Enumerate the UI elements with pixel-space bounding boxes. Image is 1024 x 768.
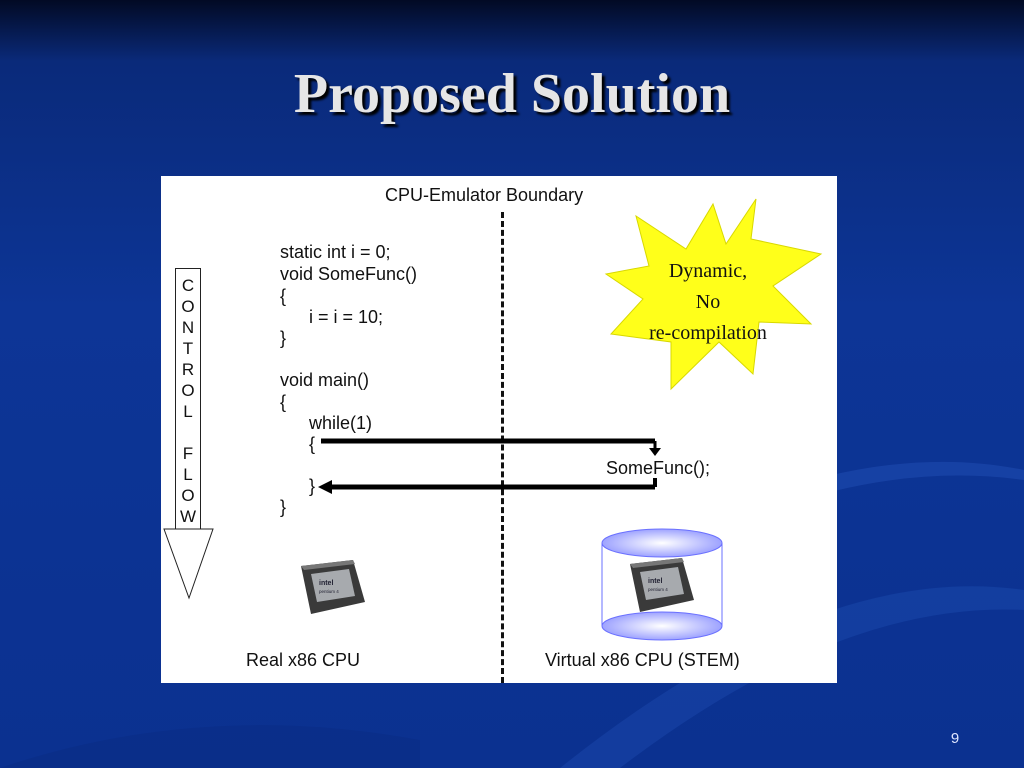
call-return-arrows xyxy=(318,438,661,494)
code-line: } xyxy=(309,476,316,496)
real-cpu-chip-image: intel pentium 4 xyxy=(301,560,365,614)
control-flow-letter: W xyxy=(179,507,197,526)
code-line: { xyxy=(280,286,287,306)
control-flow-letter: L xyxy=(183,465,193,484)
boundary-label: CPU-Emulator Boundary xyxy=(385,185,584,205)
starburst-line: No xyxy=(695,291,721,313)
virtual-cpu-chip-image: intel pentium 4 xyxy=(630,558,694,612)
starburst-callout xyxy=(604,198,823,391)
control-flow-letter: R xyxy=(181,360,195,379)
control-flow-letter: L xyxy=(183,402,193,421)
code-line: static int i = 0; xyxy=(280,242,391,262)
return-arrow xyxy=(318,478,657,494)
control-flow-letter: O xyxy=(181,381,195,400)
emulator-diagram: CPU-Emulator Boundary static int i = 0; … xyxy=(161,176,837,683)
code-line: void main() xyxy=(280,370,370,390)
code-line: } xyxy=(280,328,287,348)
code-line: { xyxy=(280,392,287,412)
slide-title: Proposed Solution xyxy=(293,63,731,125)
code-line: while(1) xyxy=(309,413,373,433)
real-cpu-label: Real x86 CPU xyxy=(246,650,361,670)
starburst-text: Dynamic, No re-compilation xyxy=(623,256,793,349)
code-line: void SomeFunc() xyxy=(280,264,418,284)
starburst-line: re-compilation xyxy=(649,322,767,344)
control-flow-letter: F xyxy=(182,444,194,463)
control-flow-letter: T xyxy=(182,339,194,358)
code-line: i = i = 10; xyxy=(309,307,384,327)
virtual-cpu-label: Virtual x86 CPU (STEM) xyxy=(545,650,740,670)
control-flow-arrow-shaft xyxy=(175,268,201,531)
control-flow-letter: O xyxy=(181,297,195,316)
code-line: } xyxy=(280,497,287,517)
control-flow-letter: C xyxy=(181,276,195,295)
chip-brand-text: intel xyxy=(319,580,333,587)
starburst-line: Dynamic, xyxy=(668,260,748,282)
page-number: 9 xyxy=(950,730,960,747)
control-flow-letter: O xyxy=(181,486,195,505)
call-arrow xyxy=(321,438,661,456)
chip-model-text: pentium 4 xyxy=(648,587,668,592)
control-flow-arrowhead xyxy=(163,528,214,600)
chip-brand-text: intel xyxy=(648,578,662,585)
chip-model-text: pentium 4 xyxy=(319,589,339,594)
virtual-cpu-cylinder xyxy=(601,528,723,641)
cpu-emulator-boundary-line xyxy=(501,212,504,683)
somefunc-call-label: SomeFunc(); xyxy=(606,458,711,478)
code-line: { xyxy=(309,434,316,454)
control-flow-letter: N xyxy=(181,318,195,337)
